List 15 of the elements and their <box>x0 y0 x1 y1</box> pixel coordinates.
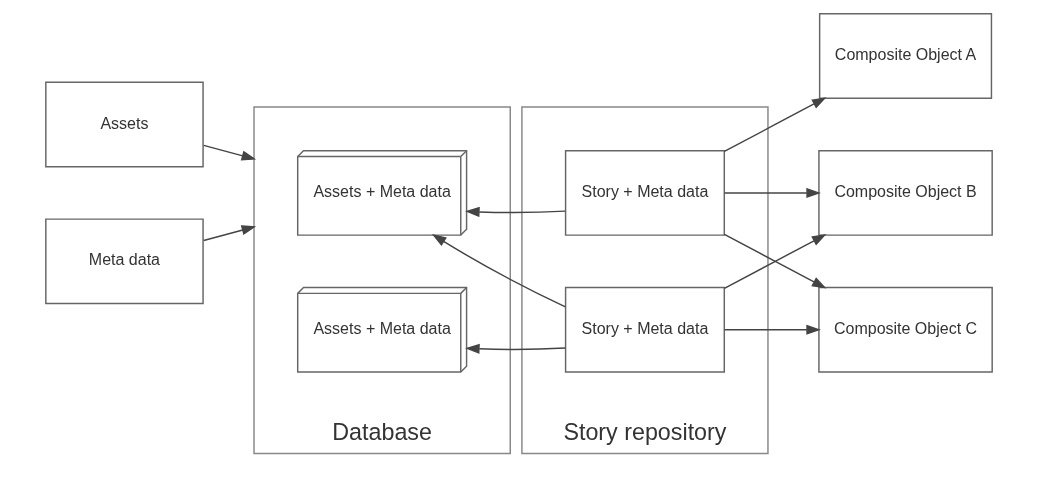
arrow <box>202 225 256 242</box>
arrow <box>464 343 566 354</box>
arrow <box>723 187 821 198</box>
node-box: Composite Object A <box>818 13 992 99</box>
arrow <box>723 97 826 153</box>
node-box: Assets <box>44 81 204 168</box>
arrow <box>431 234 566 308</box>
node-box: Composite Object C <box>817 286 993 373</box>
node-box: Story + Meta data <box>564 149 725 236</box>
arrow <box>202 144 256 161</box>
node-box: Composite Object B <box>817 149 993 236</box>
node-box: Story + Meta data <box>564 286 725 373</box>
node-box: Meta data <box>44 218 204 305</box>
arrow <box>723 324 821 335</box>
arrow <box>464 206 566 218</box>
